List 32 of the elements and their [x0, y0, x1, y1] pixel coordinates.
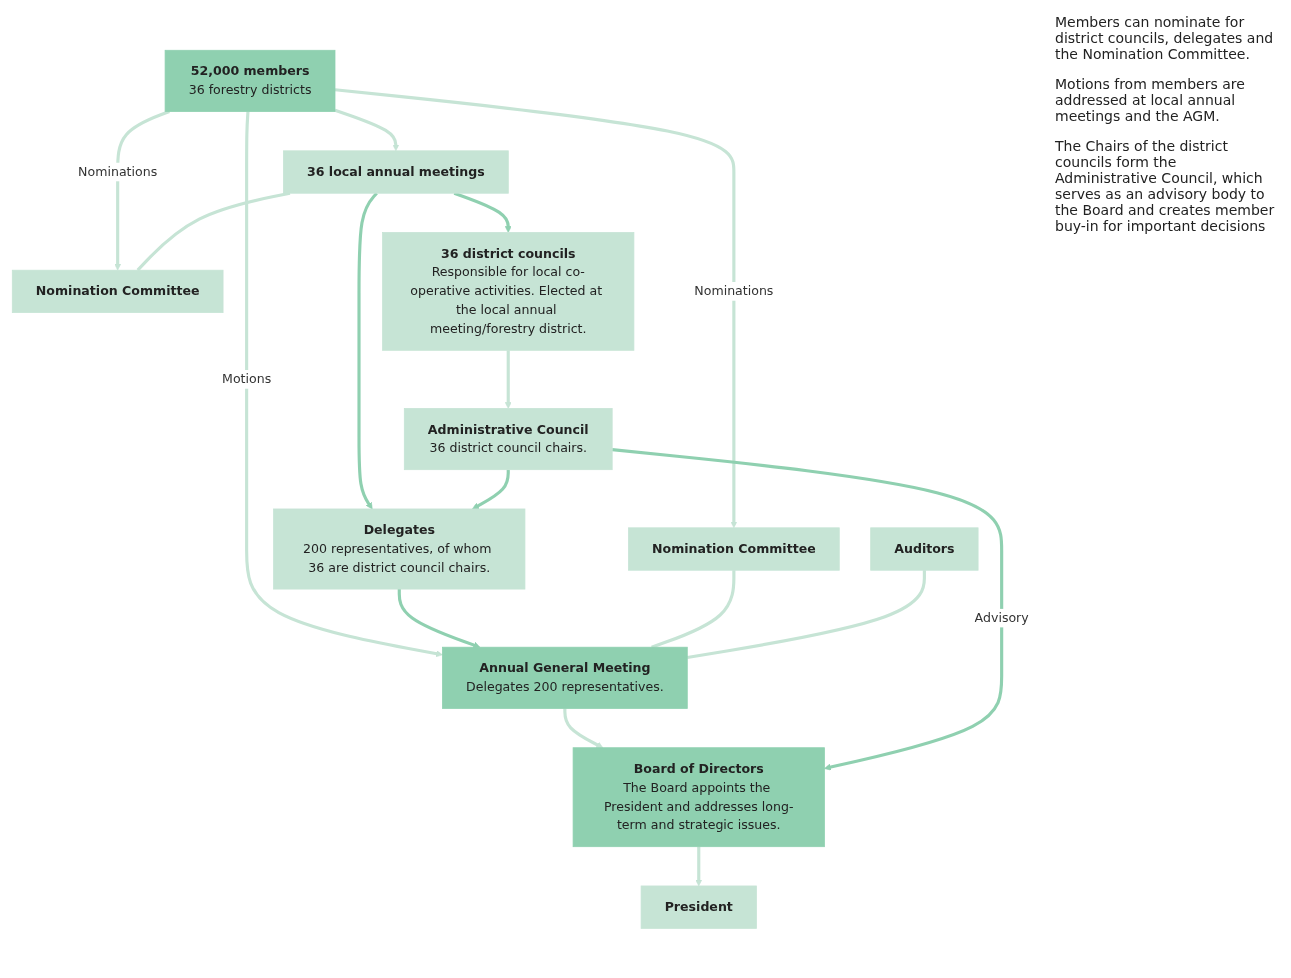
- note-text: The Chairs of the district councils form the Administrative Council, which serves as an advisory body to the Board and creates member buy-in for important decisions: [1055, 138, 1276, 234]
- arrow: [334, 87, 738, 528]
- arrow: [114, 109, 170, 271]
- arrow: [695, 846, 703, 886]
- node-box: Delegates 200 representatives, of whom 36 are district council chairs.: [273, 508, 526, 590]
- arrow: [563, 708, 604, 748]
- node-box: Nomination Committee: [11, 269, 224, 313]
- arrow: [453, 191, 512, 233]
- node-box: 52,000 members 36 forestry districts: [164, 49, 336, 112]
- node-box: Board of Directors The Board appoints the President and addresses long-term and strategic issues.: [572, 747, 825, 847]
- node-box: President: [640, 885, 757, 929]
- arrow: [504, 350, 512, 409]
- node-box: Auditors: [870, 527, 979, 571]
- arrow: [397, 588, 481, 648]
- node-box: 36 district councils Responsible for local co-operative activities. Elected at the local annual meeting/forestry district.: [382, 231, 635, 351]
- node-box: Administrative Council 36 district council chairs.: [403, 407, 613, 470]
- edge-label: Advisory: [974, 609, 1029, 625]
- edge-label: Nominations: [78, 163, 158, 179]
- note-text: Members can nominate for district councils, delegates and the Nomination Committee.: [1055, 14, 1275, 62]
- connector: [687, 569, 926, 659]
- arrow: [472, 469, 510, 509]
- note-text: Motions from members are addressed at local annual meetings and the AGM.: [1055, 76, 1246, 124]
- arrow: [334, 108, 400, 151]
- edge-label: Nominations: [694, 283, 774, 299]
- node-box: 36 local annual meetings: [283, 150, 509, 194]
- connector: [136, 191, 291, 271]
- arrow: [612, 447, 1004, 771]
- arrow: [245, 111, 443, 657]
- node-box: Annual General Meeting Delegates 200 representatives.: [442, 646, 688, 709]
- node-box: Nomination Committee: [628, 527, 840, 571]
- arrow: [357, 191, 378, 509]
- edge-label: Motions: [222, 371, 272, 387]
